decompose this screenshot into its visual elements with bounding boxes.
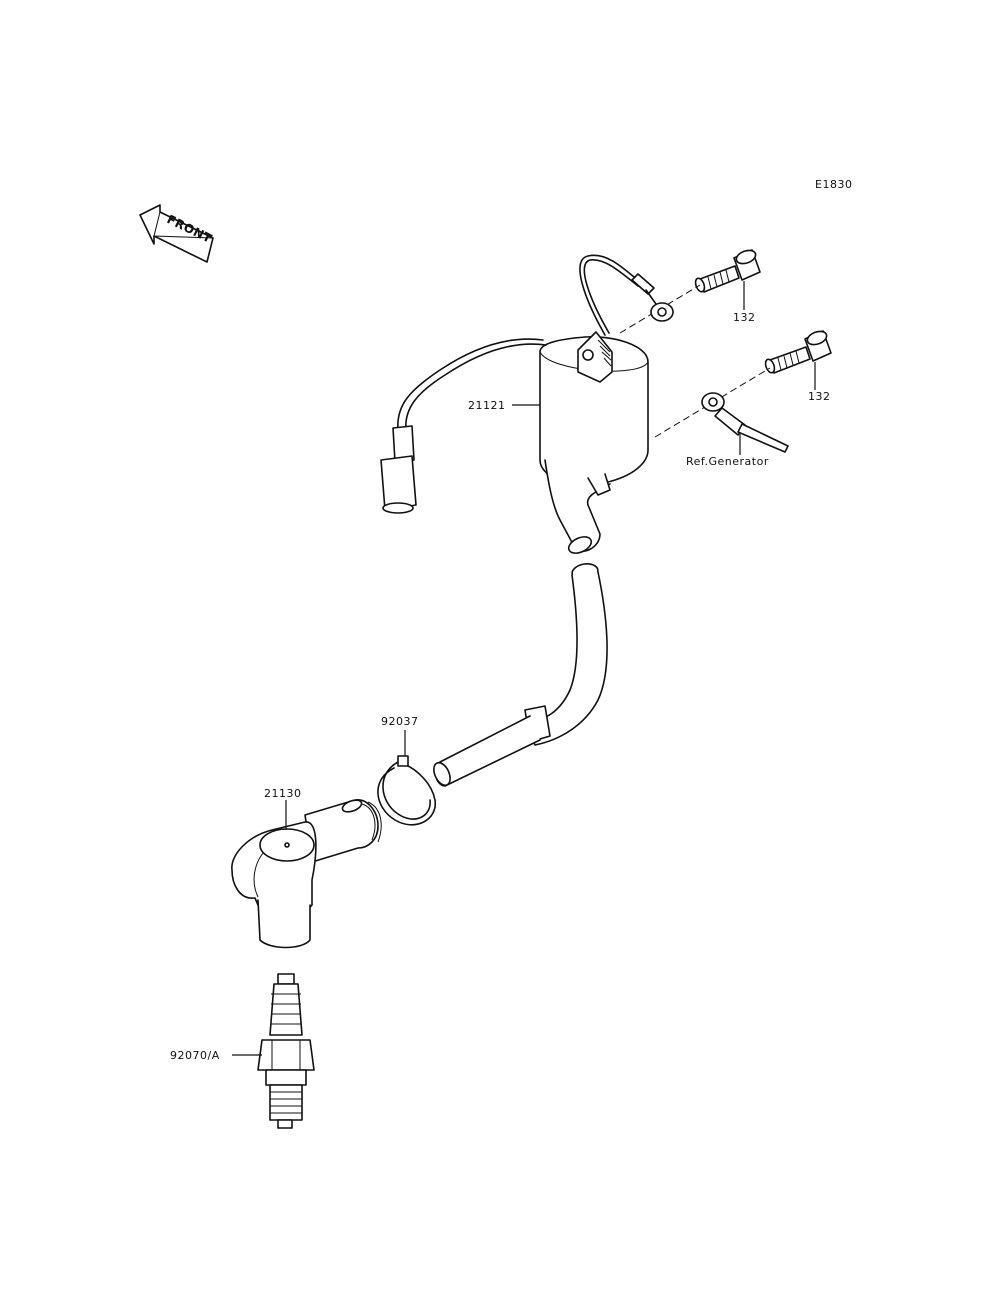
callout-plug-cap: 21130: [264, 787, 302, 800]
callout-bolt-lower: 132: [808, 390, 831, 403]
bolt-lower[interactable]: [764, 329, 832, 374]
spark-plug-cap[interactable]: [231, 798, 382, 949]
front-arrow-icon: FRONT: [139, 204, 215, 263]
wire-clamp[interactable]: [377, 755, 436, 826]
diagram-code: E1830: [815, 178, 852, 191]
callout-ref-generator: Ref.Generator: [686, 455, 769, 468]
callout-ignition-coil: 21121: [468, 399, 506, 412]
callout-clamp: 92037: [381, 715, 419, 728]
primary-lead[interactable]: [380, 338, 547, 514]
ground-wire[interactable]: [579, 254, 674, 336]
callout-spark-plug: 92070/A: [170, 1049, 220, 1062]
ignition-coil[interactable]: [539, 331, 649, 556]
callout-bolt-upper: 132: [733, 311, 756, 324]
spark-plug[interactable]: [257, 973, 315, 1129]
bolt-upper[interactable]: [694, 248, 761, 293]
generator-wire[interactable]: [701, 392, 789, 453]
high-tension-lead[interactable]: [431, 562, 608, 788]
